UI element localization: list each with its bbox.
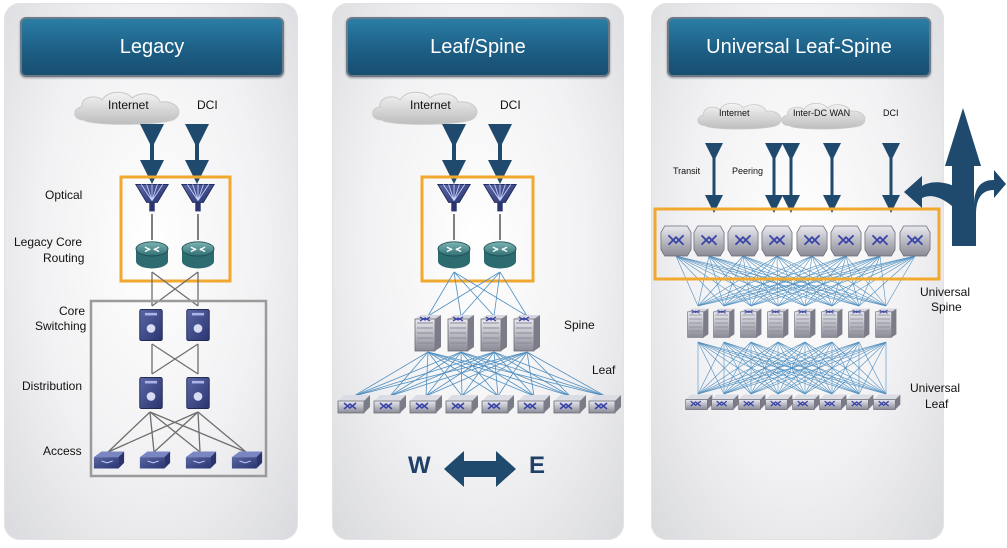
universal-edge-box — [653, 207, 941, 281]
universal-title: Universal Leaf-Spine — [667, 17, 931, 77]
leaf-label: Leaf — [592, 363, 616, 377]
universal-leaf-switch-icon — [791, 393, 821, 411]
universal-spine-chassis-icon — [847, 308, 871, 338]
legacy-edge-box — [119, 175, 232, 283]
leaf-spine-panel — [332, 3, 624, 540]
leaf-switch-icon — [337, 394, 371, 414]
leaf-switch-icon — [445, 394, 479, 414]
leaf-switch-icon — [588, 394, 622, 414]
universal-leaf-switch-icon — [845, 393, 875, 411]
universal-spine-switch-icon — [796, 225, 828, 257]
leaf-switch-icon — [481, 394, 515, 414]
access-switch-icon — [93, 451, 125, 469]
core-switch-icon — [186, 308, 210, 342]
leaf-switch-icon — [409, 394, 443, 414]
optical-mux-icon — [483, 183, 517, 212]
core-switch-icon — [139, 308, 163, 342]
switching-label: Switching — [35, 319, 87, 333]
access-switch-icon — [185, 451, 217, 469]
universal-spine-switch-icon — [830, 225, 862, 257]
legacy-uplink-arrows — [140, 124, 209, 184]
universal-leaf-label-1: Universal — [910, 381, 961, 395]
universal-leaf-switch-icon — [684, 393, 714, 411]
universal-cloud-wan-label: Inter-DC WAN — [793, 108, 851, 118]
universal-spine-switch-icon — [864, 225, 896, 257]
west-label: W — [408, 452, 431, 479]
legacy-title: Legacy — [20, 17, 284, 77]
universal-uplink-arrows — [705, 143, 900, 213]
universal-leaf-switch-icon — [872, 393, 902, 411]
router-icon — [437, 241, 471, 270]
spine-switch-icon — [447, 314, 475, 352]
access-label: Access — [43, 444, 82, 458]
transit-label: Transit — [673, 166, 701, 176]
leaf-switch-icon — [553, 394, 587, 414]
universal-leaf-switch-icon — [710, 393, 740, 411]
leafspine-fabric-links — [353, 271, 606, 397]
universal-spine-chassis-icon — [820, 308, 844, 338]
legacy-links — [107, 271, 247, 453]
universal-spine-chassis-icon — [874, 308, 898, 338]
distribution-label: Distribution — [22, 379, 83, 393]
leaf-switch-icon — [517, 394, 551, 414]
universal-spine-label-1: Universal — [920, 285, 971, 299]
spine-switch-icon — [414, 314, 442, 352]
access-switch-icon — [139, 451, 171, 469]
router-icon — [483, 241, 517, 270]
road-fork-arrow-icon — [945, 108, 1006, 246]
spine-switch-icon — [513, 314, 541, 352]
access-switch-icon — [231, 451, 263, 469]
legacy-panel — [4, 3, 298, 540]
universal-leaf-label-2: Leaf — [925, 397, 949, 411]
east-label: E — [529, 452, 546, 479]
distribution-switch-icon — [186, 376, 210, 410]
leafspine-cloud-dci-label: DCI — [500, 98, 521, 112]
universal-spine-chassis-icon — [793, 308, 817, 338]
universal-leaf-switch-icon — [818, 393, 848, 411]
legacy-cloud-dci-label: DCI — [197, 98, 218, 112]
routing-label: Routing — [43, 251, 85, 265]
universal-spine-chassis-icon — [712, 308, 736, 338]
leaf-spine-title: Leaf/Spine — [346, 17, 610, 77]
universal-spine-label-2: Spine — [931, 300, 962, 314]
universal-spine-chassis-icon — [686, 308, 710, 338]
universal-leaf-switch-icon — [737, 393, 767, 411]
core-label: Core — [59, 304, 86, 318]
spine-switch-icon — [480, 314, 508, 352]
universal-cloud-dci-label: DCI — [883, 108, 899, 118]
leafspine-cloud-internet-label: Internet — [410, 98, 451, 112]
optical-label: Optical — [45, 188, 83, 202]
road-fork-left-arrow — [904, 176, 954, 208]
legacy-cloud-internet-label: Internet — [108, 98, 149, 112]
router-icon — [135, 241, 169, 270]
double-arrow-icon — [444, 451, 516, 487]
universal-fabric-links — [675, 255, 916, 395]
optical-mux-icon — [181, 183, 215, 212]
optical-mux-icon — [135, 183, 169, 212]
peering-label: Peering — [732, 166, 764, 176]
spine-label: Spine — [564, 318, 595, 332]
universal-spine-switch-icon — [761, 225, 793, 257]
universal-spine-chassis-icon — [766, 308, 790, 338]
universal-cloud-internet-label: Internet — [719, 108, 750, 118]
leaf-switch-icon — [373, 394, 407, 414]
distribution-switch-icon — [139, 376, 163, 410]
optical-mux-icon — [437, 183, 471, 212]
router-icon — [181, 241, 215, 270]
universal-spine-switch-icon — [693, 225, 725, 257]
legacy-switching-box — [89, 299, 268, 478]
universal-panel — [651, 3, 944, 540]
legacy-core-label: Legacy Core — [14, 235, 83, 249]
universal-spine-switch-icon — [727, 225, 759, 257]
leafspine-edge-box — [420, 175, 535, 283]
universal-leaf-switch-icon — [764, 393, 794, 411]
universal-spine-chassis-icon — [739, 308, 763, 338]
leafspine-uplink-arrows — [442, 124, 512, 184]
universal-spine-switch-icon — [660, 225, 692, 257]
universal-spine-switch-icon — [899, 225, 931, 257]
